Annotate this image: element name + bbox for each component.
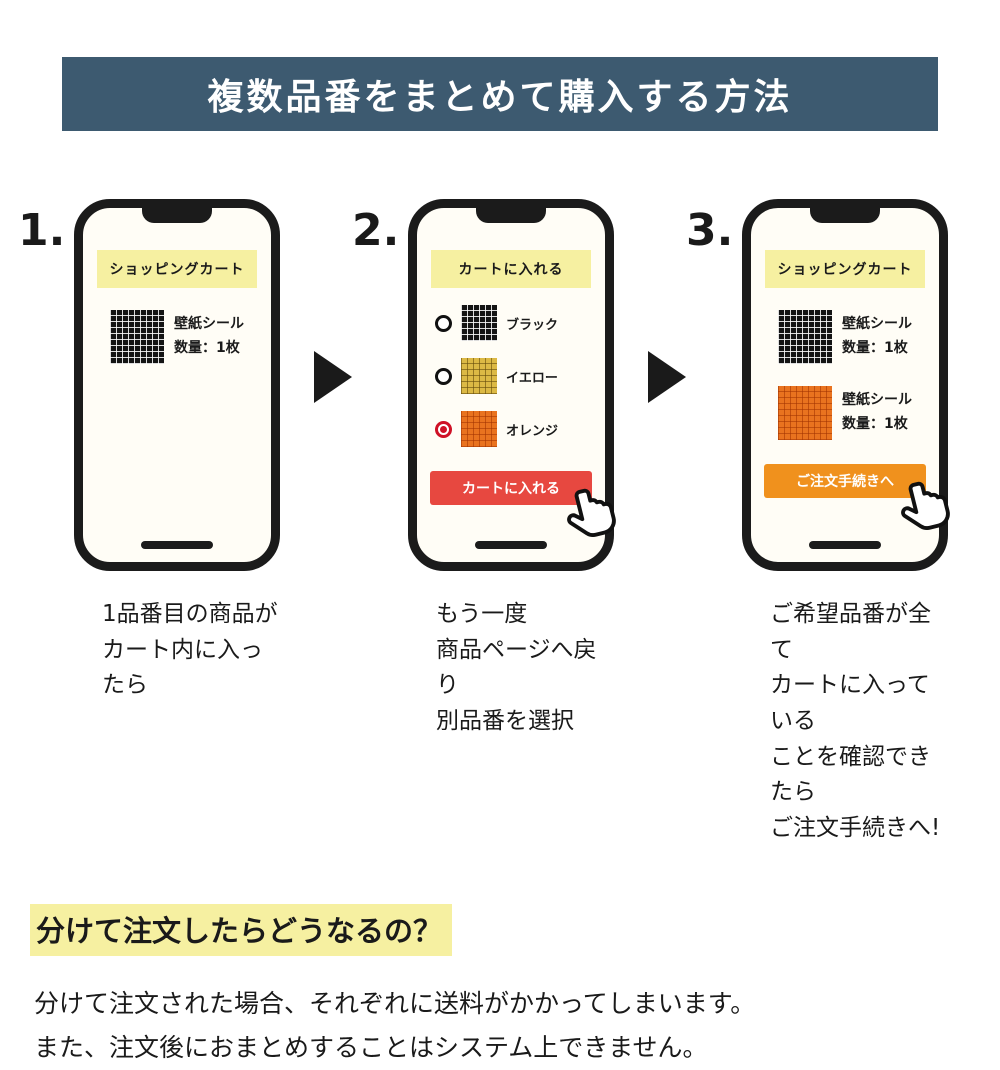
step-3-caption: ご希望品番が全て カートに入っている ことを確認できたら ご注文手続きへ! <box>770 597 948 846</box>
swatch-yellow <box>461 358 497 394</box>
product-name: 壁紙シール <box>174 316 244 333</box>
phone-3: ショッピングカート 壁紙シール 数量：1枚 壁紙シール 数量：1枚 <box>742 199 950 571</box>
arrow-right-icon <box>314 351 352 403</box>
hand-cursor-icon <box>887 469 962 544</box>
option-label: ブラック <box>506 317 559 333</box>
color-option-black[interactable]: ブラック <box>435 305 587 341</box>
cart-item: 壁紙シール 数量：1枚 <box>778 310 912 364</box>
radio-unselected-icon[interactable] <box>435 367 452 385</box>
page-title: 複数品番をまとめて購入する方法 <box>207 77 793 118</box>
cart-item: 壁紙シール 数量：1枚 <box>778 386 912 440</box>
step-2: 2. カートに入れる ブラック イエロー <box>352 199 648 740</box>
step-1-caption: 1品番目の商品が カート内に入ったら <box>102 597 280 704</box>
caption-line: もう一度 <box>436 601 528 627</box>
step-3-number: 3. <box>686 205 734 256</box>
add-to-cart-button-label: カートに入れる <box>462 480 560 496</box>
arrow-right-icon <box>648 351 686 403</box>
caption-line: 1品番目の商品が <box>102 601 278 627</box>
checkout-button-label: ご注文手続きへ <box>796 473 894 489</box>
caption-line: カート内に入ったら <box>102 636 263 699</box>
swatch-orange <box>461 411 497 447</box>
product-quantity: 数量：1枚 <box>842 416 908 432</box>
qa-section: 分けて注文したらどうなるの？ 分けて注文された場合、それぞれに送料がかかってしま… <box>30 904 960 1070</box>
cart-item: 壁紙シール 数量：1枚 <box>110 310 244 364</box>
step-1-number: 1. <box>18 205 66 256</box>
phone-2: カートに入れる ブラック イエロー オレンジ <box>408 199 616 571</box>
header-banner: 複数品番をまとめて購入する方法 <box>62 57 938 131</box>
cart-banner: ショッピングカート <box>97 250 257 288</box>
caption-line: カートに入っている <box>770 672 930 734</box>
product-name: 壁紙シール <box>842 392 912 409</box>
qa-body-line: 分けて注文された場合、それぞれに送料がかかってしまいます。 <box>34 989 756 1019</box>
steps-row: 1. ショッピングカート 壁紙シール 数量：1枚 1品番目の商 <box>0 199 1000 846</box>
home-indicator <box>141 541 213 549</box>
radio-unselected-icon[interactable] <box>435 314 452 332</box>
option-label: オレンジ <box>506 423 559 439</box>
add-to-cart-banner: カートに入れる <box>431 250 591 288</box>
qa-body-line: また、注文後におまとめすることはシステム上できません。 <box>34 1033 708 1063</box>
cart-banner: ショッピングカート <box>765 250 925 288</box>
swatch-black <box>110 310 164 364</box>
caption-line: 商品ページへ戻り <box>436 636 597 699</box>
caption-line: ことを確認できたら <box>770 743 931 806</box>
checkout-button[interactable]: ご注文手続きへ <box>764 464 950 530</box>
color-option-yellow[interactable]: イエロー <box>435 358 587 394</box>
qa-body: 分けて注文された場合、それぞれに送料がかかってしまいます。 また、注文後におまと… <box>34 982 960 1070</box>
step-1: 1. ショッピングカート 壁紙シール 数量：1枚 1品番目の商 <box>18 199 314 704</box>
home-indicator <box>809 541 881 549</box>
swatch-orange <box>778 386 832 440</box>
radio-selected-icon[interactable] <box>435 420 452 438</box>
swatch-black <box>461 305 497 341</box>
color-option-orange[interactable]: オレンジ <box>435 411 587 447</box>
swatch-black <box>778 310 832 364</box>
phone-notch <box>476 207 546 223</box>
caption-line: ご注文手続きへ! <box>770 814 941 841</box>
home-indicator <box>475 541 547 549</box>
product-quantity: 数量：1枚 <box>842 340 908 356</box>
step-2-caption: もう一度 商品ページへ戻り 別品番を選択 <box>436 597 614 740</box>
phone-notch <box>142 207 212 223</box>
product-quantity: 数量：1枚 <box>174 340 240 356</box>
qa-heading: 分けて注文したらどうなるの？ <box>30 904 453 957</box>
hand-cursor-icon <box>553 476 628 551</box>
phone-notch <box>810 207 880 223</box>
caption-line: ご希望品番が全て <box>770 601 931 663</box>
caption-line: 別品番を選択 <box>436 707 574 734</box>
option-label: イエロー <box>506 370 558 386</box>
step-3: 3. ショッピングカート 壁紙シール 数量：1枚 <box>686 199 982 846</box>
phone-1: ショッピングカート 壁紙シール 数量：1枚 <box>74 199 280 571</box>
product-name: 壁紙シール <box>842 316 912 333</box>
step-2-number: 2. <box>352 205 400 256</box>
add-to-cart-button[interactable]: カートに入れる <box>430 471 616 537</box>
